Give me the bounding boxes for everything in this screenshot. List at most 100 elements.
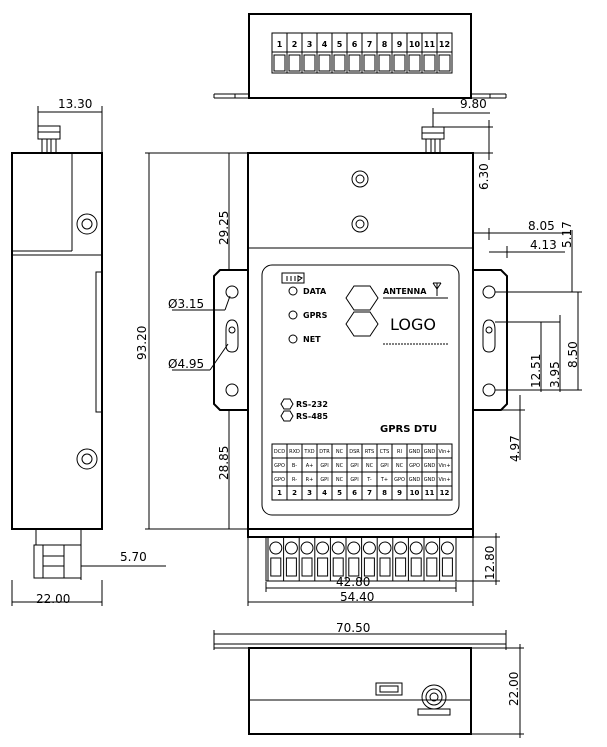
top-terminal-cell [423, 54, 436, 72]
pin-cell: CTS [380, 449, 390, 455]
top-terminal-number: 5 [337, 40, 343, 49]
sim-card-icon [281, 272, 305, 284]
led-net-label: NET [303, 335, 321, 344]
dim-54-40: 54.40 [340, 590, 374, 604]
top-terminal-number: 2 [292, 40, 298, 49]
wire-slot [317, 557, 329, 577]
rs485-hex [280, 410, 294, 422]
rs485-label: RS-485 [296, 412, 328, 421]
dim-70-50: 70.50 [336, 621, 370, 635]
dim-6-30: 6.30 [477, 163, 491, 190]
pin-cell: GND [424, 449, 436, 455]
pin-cell: 11 [425, 489, 435, 497]
pin-cell: B- [292, 463, 297, 469]
pin-cell: GPI [320, 463, 328, 469]
pin-cell: T+ [380, 477, 388, 483]
dim-4-95: Ø4.95 [168, 357, 204, 371]
screw-terminal-icon [394, 541, 408, 555]
dim-22-00-bottom: 22.00 [507, 672, 521, 706]
pin-cell: DSR [349, 449, 360, 455]
pin-cell: 7 [367, 489, 372, 497]
pin-cell: Vin+ [438, 477, 450, 483]
pin-cell: 3 [307, 489, 312, 497]
rs232-label: RS-232 [296, 400, 328, 409]
pin-cell: NC [336, 477, 344, 483]
pin-cell: GND [409, 449, 421, 455]
pin-cell: 4 [322, 489, 327, 497]
dim-22-00-side: 22.00 [36, 592, 70, 606]
pin-cell: GPO [274, 477, 285, 483]
antenna-label: ANTENNA [383, 287, 427, 296]
top-terminal-number: 3 [307, 40, 313, 49]
wire-slot [379, 557, 391, 577]
pin-cell: Vin+ [438, 463, 450, 469]
pin-cell: GPO [274, 463, 285, 469]
pin-cell: A+ [306, 463, 314, 469]
pin-cell: T- [366, 477, 372, 483]
pin-cell: 2 [292, 489, 297, 497]
pin-cell: RTS [365, 449, 374, 455]
wire-slot [348, 557, 360, 577]
pin-cell: TXD [303, 449, 314, 455]
pin-cell: DTR [319, 449, 330, 455]
dim-13-30: 13.30 [58, 97, 92, 111]
screw-terminal-icon [409, 541, 423, 555]
dim-12-51: 12.51 [529, 354, 543, 388]
pin-cell: GPO [394, 477, 405, 483]
hexagon-logo-lower [345, 311, 379, 337]
dim-29-25: 29.25 [217, 211, 231, 245]
top-terminal-number: 10 [409, 40, 421, 49]
wire-slot [410, 557, 422, 577]
top-terminal-number: 11 [424, 40, 436, 49]
hexagon-logo-upper [345, 285, 379, 311]
top-terminal-number: 8 [382, 40, 388, 49]
led-gprs [288, 310, 298, 320]
pin-cell: GPI [350, 477, 358, 483]
pin-cell: GND [424, 477, 436, 483]
led-data [288, 286, 298, 296]
dim-42-80: 42.80 [336, 575, 370, 589]
top-terminal-cell [288, 54, 301, 72]
top-terminal-number: 6 [352, 40, 358, 49]
wire-slot [270, 557, 282, 577]
wire-slot [363, 557, 375, 577]
dim-3-95: 3.95 [548, 361, 562, 388]
led-net [288, 334, 298, 344]
top-terminal-cell [333, 54, 346, 72]
pin-cell: GND [424, 463, 436, 469]
pin-cell: R+ [306, 477, 314, 483]
top-terminal-cell [408, 54, 421, 72]
top-terminal-cell [318, 54, 331, 72]
wire-slot [285, 557, 297, 577]
wire-slot [395, 557, 407, 577]
top-terminal-cell [273, 54, 286, 72]
top-terminal-number: 7 [367, 40, 373, 49]
pin-cell: RI [397, 449, 402, 455]
screw-terminal-icon [378, 541, 392, 555]
product-name: GPRS DTU [380, 424, 437, 435]
screw-terminal-icon [362, 541, 376, 555]
pin-cell: NC [396, 463, 404, 469]
top-terminal-cell [363, 54, 376, 72]
pin-cell: R- [292, 477, 297, 483]
pin-cell: NC [336, 449, 344, 455]
pin-cell: RXD [289, 449, 300, 455]
dim-8-05: 8.05 [528, 219, 555, 233]
pin-cell: 10 [410, 489, 420, 497]
dim-9-80: 9.80 [460, 97, 487, 111]
screw-terminal-icon [331, 541, 345, 555]
wire-slot [426, 557, 438, 577]
pin-cell: NC [366, 463, 374, 469]
pin-cell: 6 [352, 489, 357, 497]
side-view: 13.30 5.70 22.00 [11, 97, 166, 606]
top-terminal-cell [303, 54, 316, 72]
dim-28-85: 28.85 [217, 446, 231, 480]
pin-cell: GND [409, 477, 421, 483]
top-terminal-number: 9 [397, 40, 403, 49]
rs232-hex [280, 398, 294, 410]
pin-cell: GPI [350, 463, 358, 469]
dim-4-97: 4.97 [508, 435, 522, 462]
screw-terminal-icon [440, 541, 454, 555]
wire-slot [441, 557, 453, 577]
